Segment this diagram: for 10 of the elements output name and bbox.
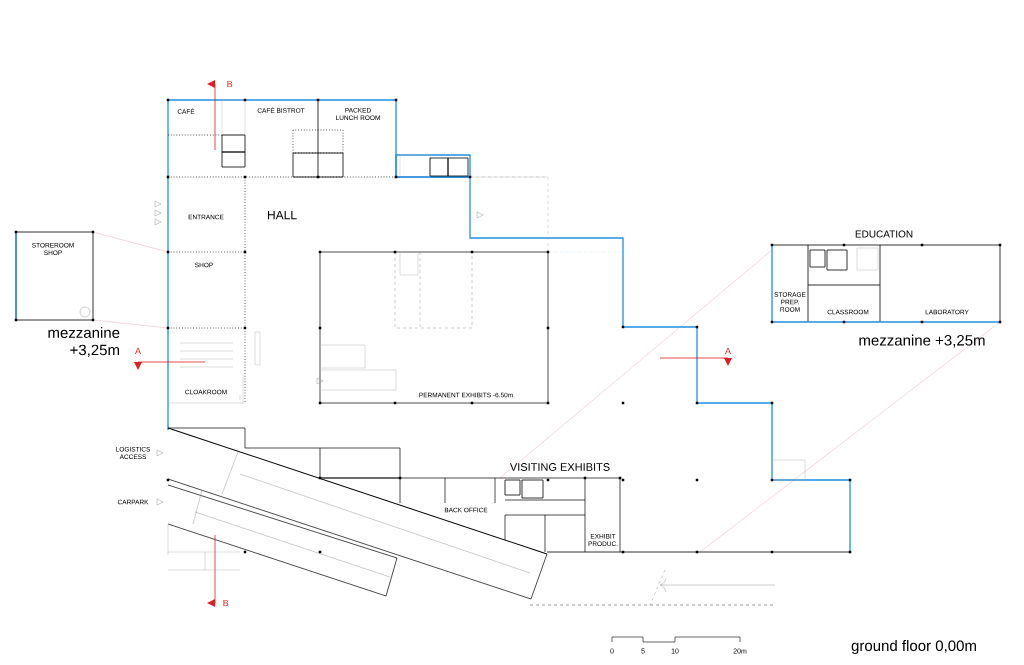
room-label: HALL (268, 210, 297, 220)
section-label: B (223, 599, 229, 607)
area-heading: EDUCATION (855, 230, 913, 238)
section-label: A (135, 347, 141, 355)
level-label: mezzanine +3,25m (48, 327, 120, 357)
level-label: mezzanine +3,25m (859, 334, 985, 348)
level-label: ground floor 0,00m (851, 640, 976, 654)
section-label: B (227, 80, 233, 88)
section-label: A (725, 347, 731, 355)
area-heading: VISITING EXHIBITS (509, 463, 610, 471)
